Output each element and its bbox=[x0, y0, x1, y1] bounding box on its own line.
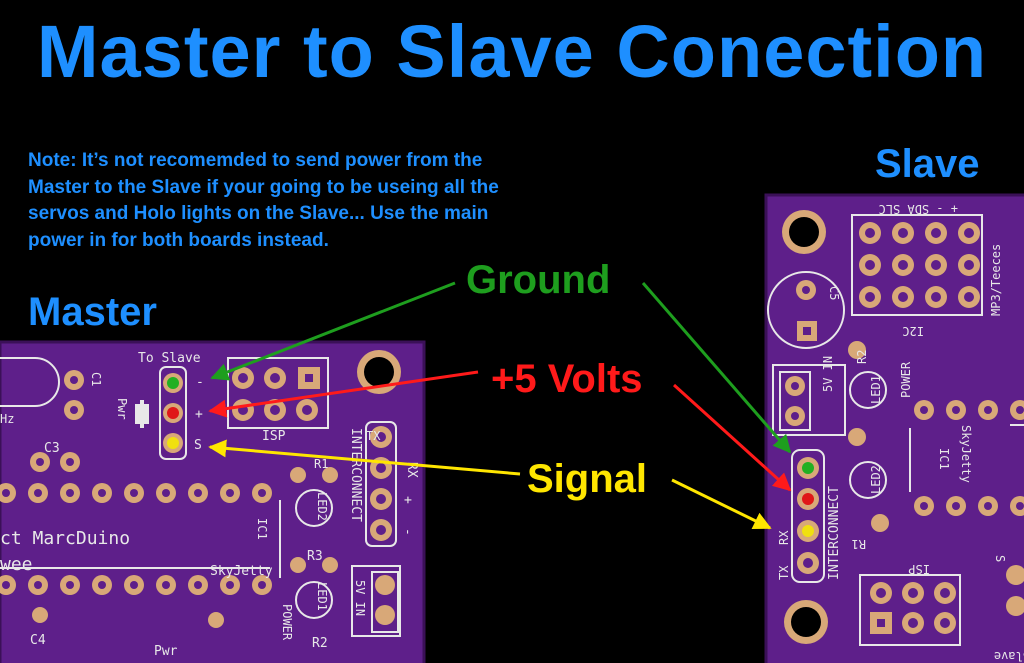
svg-text:C5: C5 bbox=[827, 286, 841, 300]
svg-text:POWER: POWER bbox=[899, 361, 913, 398]
master-pin-plus: + bbox=[195, 407, 203, 422]
svg-text:-: - bbox=[400, 528, 415, 536]
svg-text:LED2: LED2 bbox=[315, 492, 329, 521]
svg-text:TX: TX bbox=[777, 565, 791, 580]
crystal-outline bbox=[0, 357, 60, 407]
ground-arrow-master bbox=[210, 281, 456, 381]
master-pin-minus: - bbox=[196, 375, 204, 390]
svg-text:C1: C1 bbox=[89, 372, 103, 386]
svg-text:S: S bbox=[993, 555, 1007, 562]
svg-text:5V IN: 5V IN bbox=[821, 356, 835, 392]
power-note: Note: It’s not recomemded to send power … bbox=[28, 150, 499, 251]
slave-ground-pin bbox=[802, 462, 814, 474]
svg-text:R1: R1 bbox=[852, 537, 866, 551]
svg-text:Slave: Slave bbox=[994, 649, 1024, 663]
master-pin-s: S bbox=[194, 438, 202, 453]
svg-text:Hz: Hz bbox=[0, 412, 14, 426]
svg-text:IC1: IC1 bbox=[255, 518, 269, 540]
svg-text:C4: C4 bbox=[30, 633, 46, 648]
svg-text:LED1: LED1 bbox=[869, 375, 883, 404]
svg-text:Pwr: Pwr bbox=[154, 644, 178, 659]
master-to-slave-label: To Slave bbox=[138, 351, 201, 366]
volts-arrow-master bbox=[208, 370, 479, 418]
connection-arrows bbox=[208, 281, 792, 530]
signal-arrow-master bbox=[208, 439, 521, 476]
svg-text:ISP: ISP bbox=[908, 562, 930, 576]
svg-text:ct MarcDuino: ct MarcDuino bbox=[0, 528, 130, 549]
svg-text:SkyJetty: SkyJetty bbox=[959, 425, 973, 483]
signal-arrow-slave bbox=[671, 478, 772, 530]
svg-text:INTERCONNECT: INTERCONNECT bbox=[348, 428, 363, 522]
svg-text:5V IN: 5V IN bbox=[353, 580, 367, 616]
svg-text:TX: TX bbox=[366, 429, 381, 443]
slave-board: + - SDA SLC I2C MP3/Teeces C5 R2 LED1 PO… bbox=[764, 193, 1024, 663]
slave-signal-pin bbox=[802, 525, 814, 537]
volts-arrow-slave bbox=[672, 383, 792, 492]
master-label: Master bbox=[28, 290, 157, 334]
svg-text:wee: wee bbox=[0, 554, 33, 575]
slave-interconnect-header bbox=[791, 449, 825, 583]
svg-text:R1: R1 bbox=[314, 457, 328, 471]
svg-text:R2: R2 bbox=[312, 636, 328, 651]
svg-text:R2: R2 bbox=[855, 350, 869, 364]
master-ground-pin bbox=[167, 377, 179, 389]
svg-text:IC1: IC1 bbox=[937, 448, 951, 470]
svg-text:I2C: I2C bbox=[902, 324, 924, 338]
slave-power-pin bbox=[802, 493, 814, 505]
ground-label: Ground bbox=[466, 258, 610, 302]
svg-text:C3: C3 bbox=[44, 441, 60, 456]
svg-text:INTERCONNECT: INTERCONNECT bbox=[827, 486, 842, 580]
svg-text:LED1: LED1 bbox=[315, 582, 329, 611]
volts-label: +5 Volts bbox=[491, 357, 643, 401]
svg-text:LED2: LED2 bbox=[869, 465, 883, 494]
svg-text:POWER: POWER bbox=[280, 604, 294, 641]
to-slave-header bbox=[159, 366, 187, 460]
svg-text:+ - SDA SLC: + - SDA SLC bbox=[879, 202, 958, 216]
ground-arrow-slave bbox=[641, 282, 792, 454]
signal-label: Signal bbox=[527, 457, 647, 501]
slave-label: Slave bbox=[875, 142, 980, 186]
page-title: Master to Slave Conection bbox=[36, 10, 988, 93]
master-signal-pin bbox=[167, 437, 179, 449]
svg-text:+: + bbox=[400, 496, 415, 504]
svg-text:RX: RX bbox=[777, 530, 791, 545]
master-power-pin bbox=[167, 407, 179, 419]
svg-text:Pwr: Pwr bbox=[115, 398, 129, 420]
svg-text:R3: R3 bbox=[307, 549, 323, 564]
svg-text:ISP: ISP bbox=[262, 429, 286, 444]
svg-text:SkyJetty: SkyJetty bbox=[210, 564, 273, 579]
svg-text:MP3/Teeces: MP3/Teeces bbox=[989, 244, 1003, 316]
